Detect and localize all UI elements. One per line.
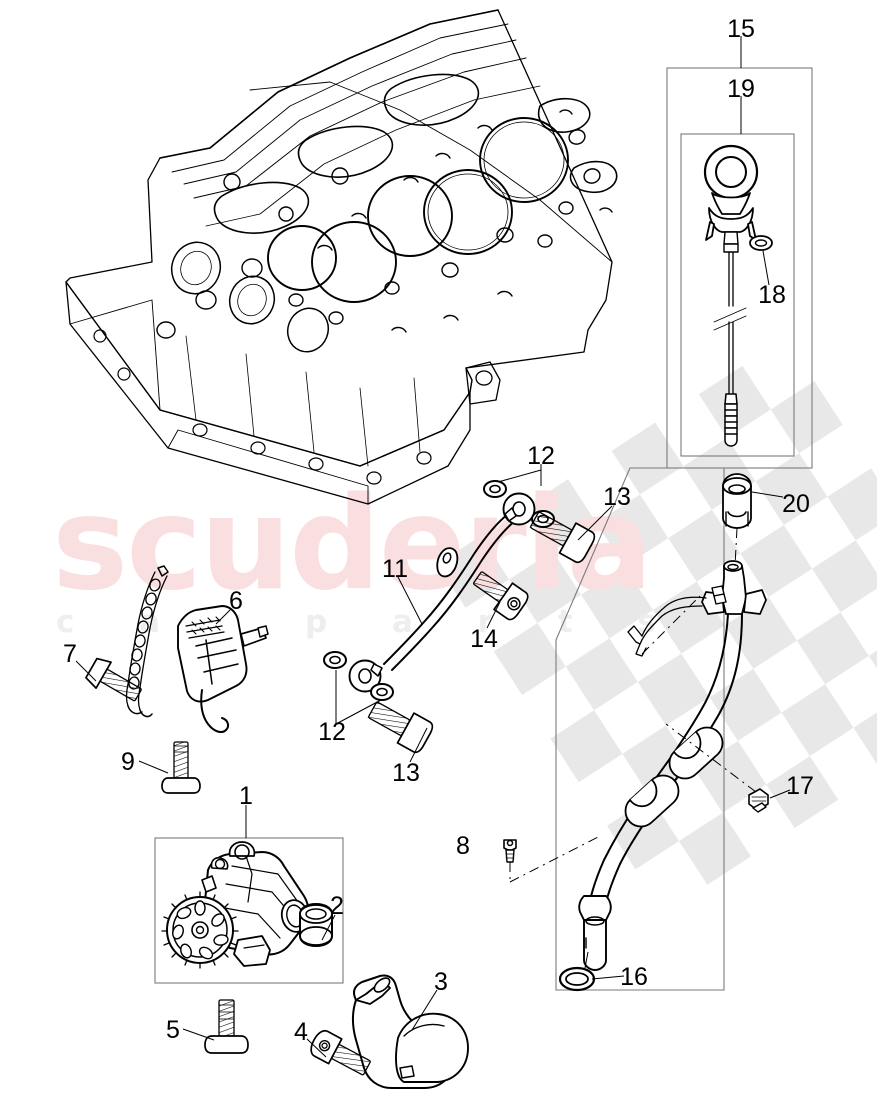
leader-12b2 <box>335 699 382 725</box>
callout-8: 8 <box>456 832 470 860</box>
callout-6: 6 <box>229 587 243 615</box>
retaining-bolt-17 <box>748 788 769 813</box>
leader-7 <box>75 660 97 682</box>
hex-socket-bolt-5 <box>204 999 249 1054</box>
tube-sleeve-upper <box>668 726 724 780</box>
sealing-ring-12-a <box>483 480 507 498</box>
callout-20: 20 <box>782 490 810 518</box>
callout-12-lower: 12 <box>318 718 346 746</box>
dipstick-seal-ring-18 <box>749 235 773 251</box>
watermark-main-text: scuderia <box>52 470 651 619</box>
chain-tensioner-6 <box>177 605 269 733</box>
leader-5 <box>182 1028 215 1041</box>
callout-9: 9 <box>121 748 135 776</box>
oil-pipe-mid-tab <box>436 547 459 578</box>
watermark-sub-text: c a r p a r t s <box>56 604 683 640</box>
oil-pump-sprocket <box>161 891 239 969</box>
sealing-ring-12-d <box>370 683 394 701</box>
oil-pump-box <box>154 837 344 984</box>
leader-16 <box>591 975 625 980</box>
callout-17: 17 <box>786 772 814 800</box>
bracket-bolt-detail <box>711 585 727 605</box>
leader-18 <box>762 250 770 286</box>
callout-11: 11 <box>382 555 408 583</box>
leader-13b <box>409 727 428 763</box>
oil-pickup-strainer-3 <box>352 974 469 1089</box>
callout-2: 2 <box>330 892 344 920</box>
dipstick-tube-box <box>555 467 725 991</box>
dipstick-tube-grommet-20 <box>722 473 752 529</box>
socket-head-bolt-9 <box>161 741 201 794</box>
oil-pipe-11 <box>383 513 517 671</box>
flange-bolt-4 <box>310 1029 371 1076</box>
leader-9 <box>138 760 169 774</box>
leader-20 <box>751 491 784 498</box>
oil-pipe-upper-eye <box>502 492 536 526</box>
banjo-screw-8 <box>503 839 517 863</box>
leader-2 <box>321 914 336 941</box>
tube-lower-funnel <box>578 895 612 971</box>
leader-11 <box>397 576 423 625</box>
callout-7: 7 <box>63 640 77 668</box>
callout-3: 3 <box>434 968 448 996</box>
callout-19: 19 <box>727 75 755 103</box>
socket-cap-bolt-14 <box>472 571 529 621</box>
dashline-8-tube2 <box>509 835 601 883</box>
hex-bolt-7 <box>85 657 142 702</box>
leader-3 <box>411 989 438 1031</box>
sealing-ring-12-c <box>323 651 347 669</box>
o-ring-16 <box>558 966 596 992</box>
dipstick-outer-box <box>666 67 813 469</box>
dipstick-inner-box <box>680 133 795 457</box>
callout-13-upper: 13 <box>603 483 631 511</box>
dipstick-tip <box>724 393 738 447</box>
tube-retaining-clip <box>627 596 707 657</box>
dashline-clip <box>641 595 701 655</box>
callout-18: 18 <box>758 281 786 309</box>
callout-14: 14 <box>470 625 498 653</box>
tube-sleeve-lower <box>624 774 680 828</box>
callout-5: 5 <box>166 1016 180 1044</box>
leader-13a <box>577 505 613 541</box>
callout-15: 15 <box>727 15 755 43</box>
dashline-17-tube <box>665 723 757 793</box>
leader-12a2 <box>497 469 542 483</box>
callout-13-lower: 13 <box>392 759 420 787</box>
leader-14 <box>486 601 501 629</box>
callout-16: 16 <box>620 963 648 991</box>
callout-4: 4 <box>294 1018 308 1046</box>
dashline-grommet-tube <box>734 527 738 567</box>
leader-16-stem <box>584 951 589 969</box>
dipstick-collar <box>705 192 757 241</box>
callout-1: 1 <box>239 782 253 810</box>
leader-17 <box>769 789 791 799</box>
callout-12-upper: 12 <box>527 442 555 470</box>
leader-4 <box>306 1038 327 1058</box>
leader-6 <box>215 608 232 625</box>
